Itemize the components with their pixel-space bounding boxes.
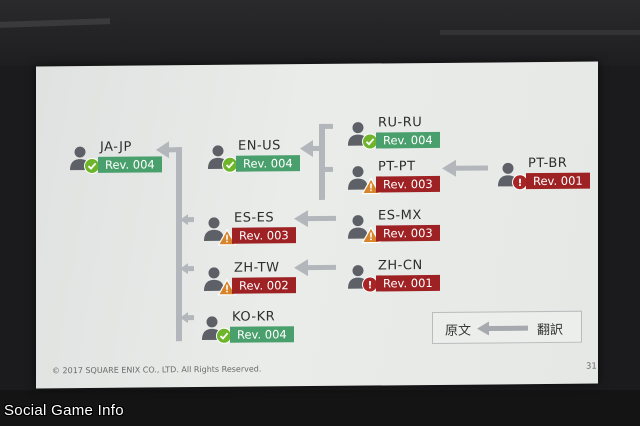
person-icon (202, 265, 230, 293)
shaft-zh-cn (306, 264, 336, 271)
arrow-to-es-es (180, 214, 188, 226)
arrow-to-en-us (300, 140, 313, 158)
check-badge-icon (222, 156, 238, 173)
copyright-text: © 2017 SQUARE ENIX CO., LTD. All Rights … (52, 364, 262, 376)
revision-badge: Rev. 001 (526, 172, 590, 190)
warning-badge-icon (362, 177, 380, 195)
warning-badge-icon (362, 226, 380, 244)
en-us-spine (319, 123, 325, 200)
check-badge-icon (216, 327, 232, 344)
language-code: PT-BR (528, 155, 568, 172)
watermark-text: Social Game Info (4, 402, 124, 419)
language-code: ES-ES (234, 210, 275, 226)
check-badge-icon (362, 133, 378, 150)
revision-badge: Rev. 003 (376, 175, 440, 193)
error-badge-icon (362, 276, 378, 293)
arrow-to-zh-tw (180, 263, 188, 275)
language-code: KO-KR (232, 309, 276, 325)
spine-head-bar (166, 147, 182, 153)
language-code: JA-JP (100, 139, 132, 155)
shaft-es-mx (306, 215, 336, 222)
revision-badge: Rev. 004 (236, 155, 300, 172)
hierarchy-arrows (156, 123, 488, 342)
warning-badge-icon (218, 278, 236, 296)
revision-badge: Rev. 004 (98, 156, 162, 173)
en-us-spine-top (319, 123, 333, 129)
language-code: PT-PT (378, 159, 416, 175)
legend-box: 原文 翻訳 (432, 310, 582, 344)
floor-background (0, 390, 640, 426)
arrow-to-zh-tw-from-zh-cn (294, 259, 308, 277)
legend-arrow-icon (477, 321, 528, 336)
en-us-spine-head (311, 145, 325, 152)
warning-badge-icon (218, 228, 236, 246)
person-icon (346, 164, 374, 192)
check-badge-icon (84, 157, 100, 175)
person-icon (202, 215, 230, 243)
legend-target-label: 翻訳 (537, 322, 564, 339)
revision-badge: Rev. 004 (376, 131, 440, 149)
language-code: ZH-TW (234, 260, 280, 276)
arrow-to-ko-kr (180, 312, 188, 324)
revision-badge: Rev. 001 (376, 274, 440, 292)
arrow-to-ja-jp (156, 141, 169, 159)
revision-badge: Rev. 002 (232, 277, 296, 294)
language-code: EN-US (238, 138, 281, 154)
shaft-pt-br (454, 165, 488, 171)
arrow-to-pt-pt-from-pt-br (442, 159, 456, 177)
en-us-spine-pt (319, 166, 333, 172)
language-code: ZH-CN (378, 258, 423, 274)
revision-badge: Rev. 004 (230, 326, 294, 343)
revision-badge: Rev. 003 (376, 224, 440, 242)
error-badge-icon (512, 174, 528, 191)
revision-badge: Rev. 003 (232, 227, 296, 244)
legend-source-label: 原文 (445, 323, 472, 339)
arrow-to-es-es-from-es-mx (294, 210, 308, 228)
language-code: RU-RU (378, 115, 423, 131)
main-spine (176, 147, 182, 342)
ceiling-background (0, 0, 640, 66)
slide-page-number: 31 (586, 361, 597, 372)
person-icon (346, 213, 374, 241)
language-code: ES-MX (378, 208, 422, 224)
